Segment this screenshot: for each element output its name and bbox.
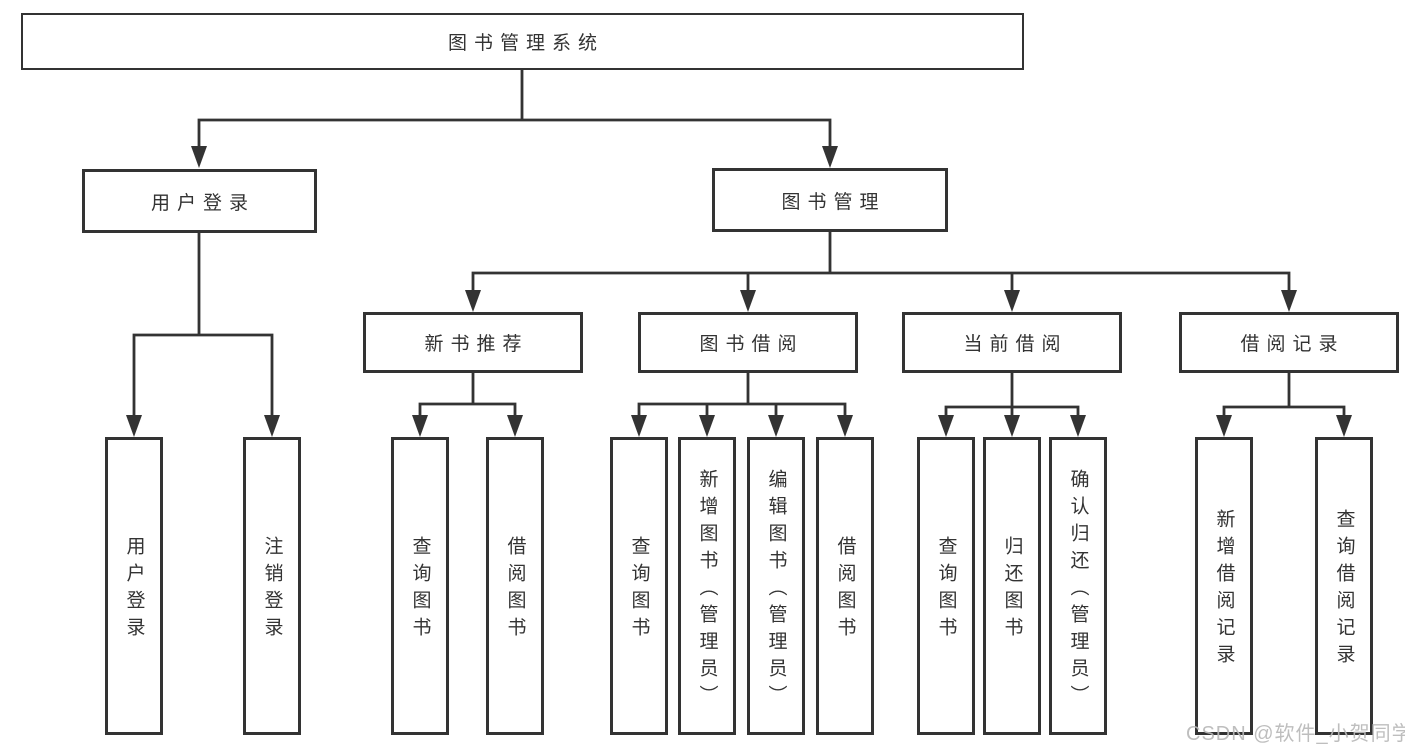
node-label: 新增借阅记录 (1213, 509, 1235, 671)
node-label: 查询图书 (409, 536, 431, 644)
node-label: 注销登录 (261, 536, 283, 644)
connector-arrowheads (126, 146, 1352, 437)
node-label: 借阅图书 (504, 536, 526, 644)
node-label: 查询图书 (628, 536, 650, 644)
node-label: 借阅图书 (834, 536, 856, 644)
leaf-return-book: 归还图书 (983, 437, 1041, 735)
node-label: 用户登录 (123, 536, 145, 644)
node-book-management: 图书管理 (712, 168, 948, 232)
leaf-borrow-books-recommend: 借阅图书 (486, 437, 544, 735)
leaf-edit-book-admin: 编辑图书（管理员） (747, 437, 805, 735)
node-label: 新增图书（管理员） (696, 468, 718, 712)
node-label: 查询图书 (935, 536, 957, 644)
leaf-add-borrow-record: 新增借阅记录 (1195, 437, 1253, 735)
csdn-watermark: CSDN @软件_小贺同学 (1186, 723, 1405, 745)
leaf-query-borrow-record: 查询借阅记录 (1315, 437, 1373, 735)
connector-segments (132, 68, 1346, 421)
node-current-borrowing: 当前借阅 (902, 312, 1122, 373)
leaf-query-books-recommend: 查询图书 (391, 437, 449, 735)
node-label: 归还图书 (1001, 536, 1023, 644)
node-library-management-system: 图书管理系统 (21, 13, 1024, 70)
node-new-book-recommendation: 新书推荐 (363, 312, 583, 373)
node-label: 确认归还（管理员） (1067, 468, 1089, 712)
leaf-query-books-borrow: 查询图书 (610, 437, 668, 735)
leaf-confirm-return-admin: 确认归还（管理员） (1049, 437, 1107, 735)
leaf-logout: 注销登录 (243, 437, 301, 735)
node-label: 编辑图书（管理员） (765, 468, 787, 712)
leaf-query-books-current: 查询图书 (917, 437, 975, 735)
node-label: 用户登录 (150, 192, 255, 214)
node-label: 图书管理系统 (447, 33, 604, 54)
node-label: 查询借阅记录 (1333, 509, 1355, 671)
leaf-add-book-admin: 新增图书（管理员） (678, 437, 736, 735)
node-label: 图书管理 (781, 191, 886, 213)
node-label: 借阅记录 (1240, 334, 1345, 355)
leaf-user-login: 用户登录 (105, 437, 163, 735)
node-label: 新书推荐 (424, 334, 529, 355)
leaf-borrow-books-borrow: 借阅图书 (816, 437, 874, 735)
node-label: 图书借阅 (699, 334, 804, 355)
node-label: 当前借阅 (963, 334, 1068, 355)
node-user-login: 用户登录 (82, 169, 317, 233)
node-borrowing-records: 借阅记录 (1179, 312, 1399, 373)
node-book-borrowing: 图书借阅 (638, 312, 858, 373)
